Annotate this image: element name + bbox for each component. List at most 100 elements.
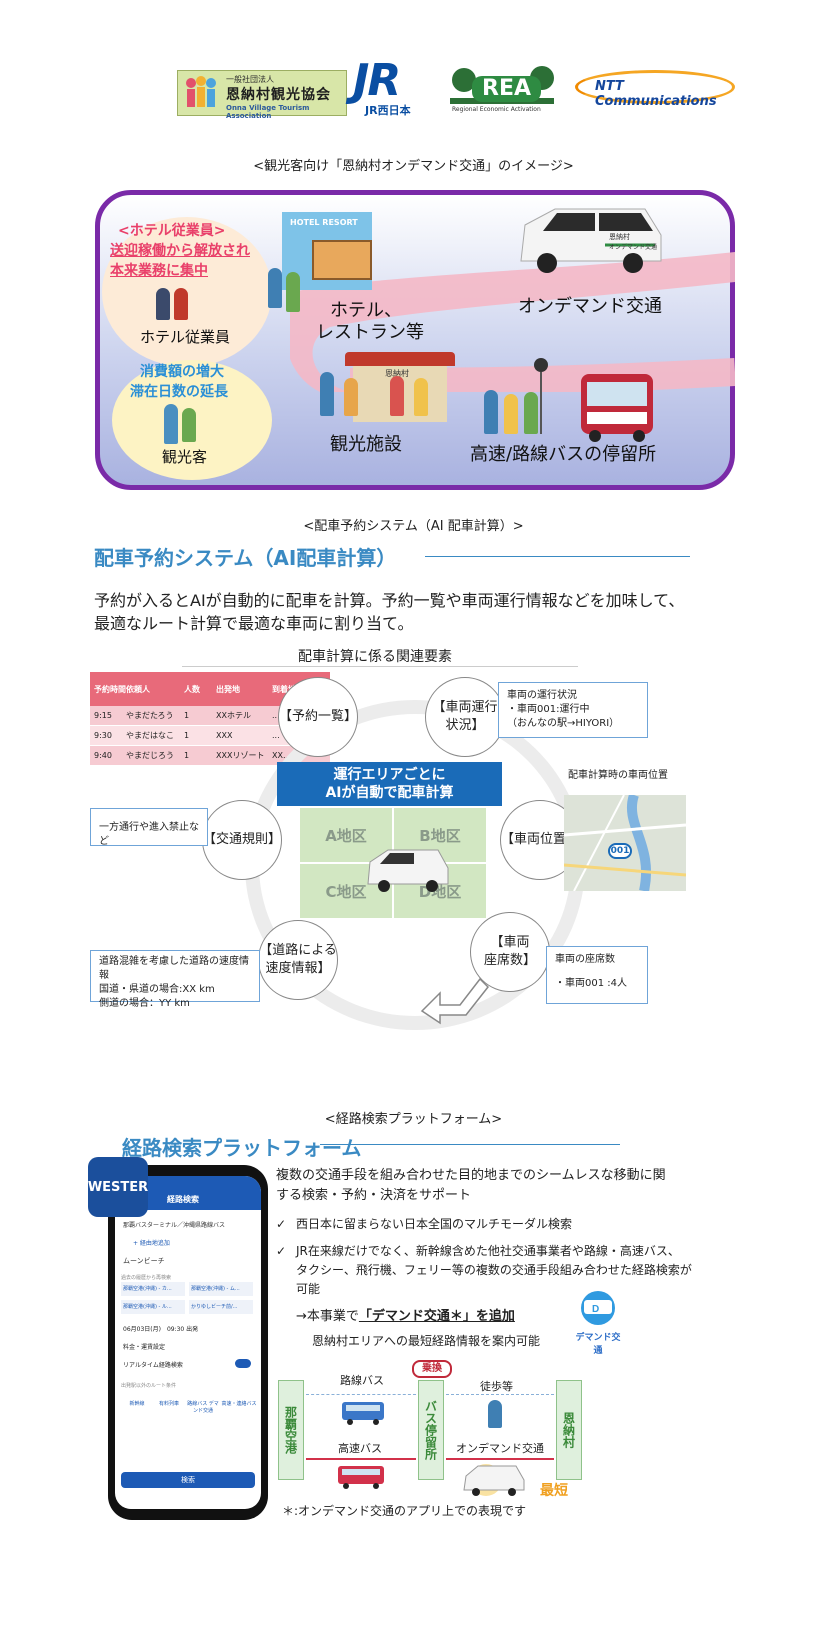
search-button[interactable]: 検索 xyxy=(121,1472,255,1488)
cell: やまだはなこ xyxy=(126,731,174,740)
area-a: A地区 xyxy=(300,808,392,862)
tourist-illustration-icon xyxy=(160,404,210,444)
node-reservation-list: 【予約一覧】 xyxy=(278,677,358,757)
node-traffic-rules: 【交通規則】 xyxy=(202,800,282,880)
map-vehicle-marker: 001 xyxy=(608,843,632,859)
bus-illustration xyxy=(577,372,657,442)
diagram-title-rule xyxy=(182,666,578,667)
svg-text:D: D xyxy=(592,1304,599,1315)
area-van-icon xyxy=(367,849,449,892)
fare-settings[interactable]: 料金・運賃設定 xyxy=(123,1344,166,1351)
node-reservation-label: 【予約一覧】 xyxy=(279,709,358,724)
tourist-benefit-1: 消費額の増大 xyxy=(140,364,224,380)
col-count: 人数 xyxy=(184,684,200,694)
seats-info-l2: ・車両001 :4人 xyxy=(555,978,627,989)
phone-screen: 経路検索 那覇バスターミナル／沖縄県路線バス + 経由地追加 ムーンビーチ 過去… xyxy=(115,1176,261,1509)
mode-express-bus[interactable]: 高速・連絡バス xyxy=(221,1401,257,1407)
recent-chip[interactable]: 那覇空港(沖縄) - カ... xyxy=(121,1282,185,1296)
hotel-label-1: ホテル、 xyxy=(330,300,402,321)
cell: 1 xyxy=(184,751,190,760)
check-icon: ✓ xyxy=(276,1244,287,1258)
seat-count-info: 車両の座席数 ・車両001 :4人 xyxy=(546,946,648,1004)
road-speed-info: 道路混雑を考慮した道路の速度情報 国道・県道の場合:XX km 側道の場合：YY… xyxy=(90,950,260,1009)
van-icon xyxy=(520,208,662,273)
onna-logo-en: Onna Village Tourism Association xyxy=(226,104,310,120)
modes-title: 出発駅以外のルート条件 xyxy=(121,1383,177,1389)
flow-express-bus-line xyxy=(306,1458,416,1460)
route-bus-icon xyxy=(342,1402,384,1425)
jr-logo-name: JR西日本 xyxy=(365,104,411,117)
wester-logo: WESTER xyxy=(88,1157,148,1217)
node-road-speed: 【道路による 速度情報】 xyxy=(258,920,338,1000)
banner-line-2: AIが自動で配車計算 xyxy=(325,785,454,801)
cell: XXホテル xyxy=(216,711,251,720)
demand-addition-prefix: →本事業で xyxy=(296,1309,359,1324)
ondemand-van-illustration: 恩納村 オンデマンド交通 xyxy=(515,205,665,275)
ntt-logo-swoosh-icon xyxy=(575,70,735,104)
tourist-benefit-2: 滞在日数の延長 xyxy=(130,384,228,400)
jr-logo-mark: JR xyxy=(353,55,401,106)
recent-chip[interactable]: 那覇空港(沖縄) - ル... xyxy=(121,1300,185,1314)
onna-logo-mark-icon xyxy=(186,76,216,107)
facility-sign: 恩納村 xyxy=(385,369,409,378)
shortest-tag: 最短 xyxy=(540,1483,568,1499)
app-header-title: 経路検索 xyxy=(167,1195,199,1204)
restaurant-photo-icon xyxy=(312,240,372,280)
walking-person-icon xyxy=(486,1400,506,1430)
flow-mid-bus-stop: バス停留所 xyxy=(418,1380,444,1480)
tourist-label: 観光客 xyxy=(162,448,208,466)
cell: やまだじろう xyxy=(126,751,174,760)
mode-shinkansen[interactable]: 新幹線 xyxy=(129,1401,145,1407)
cell: やまだたろう xyxy=(126,711,174,720)
departure-date[interactable]: 06月03日(月) 09:30 出発 xyxy=(123,1326,199,1333)
cell: 1 xyxy=(184,711,190,720)
recent-label: 過去の履歴から再検索 xyxy=(121,1275,172,1281)
demand-badge-label: デマンド交通 xyxy=(575,1333,621,1356)
status-info-l2: ・車両001:運行中 xyxy=(507,704,590,715)
hotel-label-2: レストラン等 xyxy=(316,322,424,343)
feature-1: 西日本に留まらない日本全国のマルチモーダル検索 xyxy=(296,1217,573,1231)
node-seats-l1: 【車両 xyxy=(490,935,530,950)
route-section-title: 経路検索プラットフォーム xyxy=(122,1136,362,1160)
flow-walk-label: 徒歩等 xyxy=(480,1380,513,1393)
mode-paid-train[interactable]: 有料列車 xyxy=(158,1401,179,1407)
vehicle-position-map: 001 xyxy=(564,795,686,891)
bus-stop-sign-icon xyxy=(534,358,548,434)
banner-line-1: 運行エリアごとに xyxy=(333,767,446,783)
col-requester: 依頼人 xyxy=(126,684,150,694)
cell: XXX xyxy=(216,731,233,740)
ai-section-title: 配車予約システム（AI配車計算） xyxy=(94,546,397,570)
demand-van-icon: D xyxy=(581,1291,615,1325)
facility-roof-icon xyxy=(345,352,455,366)
hotel-guests-icon xyxy=(268,268,308,312)
onna-tourism-logo: 一般社団法人 恩納村観光協会 Onna Village Tourism Asso… xyxy=(177,70,347,120)
cell: ... xyxy=(272,711,280,720)
shortest-route-note: 恩納村エリアへの最短経路情報を案内可能 xyxy=(312,1334,541,1348)
route-from[interactable]: 那覇バスターミナル／沖縄県路線バス xyxy=(123,1222,226,1229)
van-text-1: 恩納村 xyxy=(609,233,630,241)
ai-caption: <配車予約システム（AI 配車計算）> xyxy=(303,519,524,534)
traffic-rules-info: 一方通行や進入禁止など xyxy=(90,808,208,847)
demand-addition: →本事業で「デマンド交通＊」を追加 xyxy=(296,1307,515,1327)
staff-benefit-1: 送迎稼働から解放され xyxy=(110,243,250,259)
staff-benefit-2: 本来業務に集中 xyxy=(110,263,208,279)
node-vehicle-status-l1: 【車両運行 xyxy=(432,700,498,715)
flow-ondemand-label: オンデマンド交通 xyxy=(456,1442,544,1455)
node-road-speed-l2: 速度情報】 xyxy=(265,961,331,976)
realtime-toggle[interactable] xyxy=(235,1359,251,1368)
status-info-l3: （おんなの駅→HIYORI） xyxy=(507,718,620,729)
check-icon: ✓ xyxy=(276,1217,287,1231)
mode-bus-demand[interactable]: 路線バス デマンド交通 xyxy=(187,1401,219,1414)
flow-route-bus-line xyxy=(306,1394,416,1395)
node-seat-count: 【車両 座席数】 xyxy=(470,912,550,992)
add-waypoint-button[interactable]: + 経由地追加 xyxy=(133,1240,170,1247)
recent-chip[interactable]: 那覇空港(沖縄) - ム... xyxy=(189,1282,253,1296)
realtime-search-label: リアルタイム経路検索 xyxy=(123,1362,183,1369)
feature-2-line-1: JR在来線だけでなく、新幹線含めた他社交通事業者や路線・高速バス、 xyxy=(296,1244,680,1258)
staff-illustration-icon xyxy=(152,288,192,322)
node-seats-l2: 座席数】 xyxy=(483,953,536,968)
facility-visitors-icon xyxy=(320,372,440,418)
route-to[interactable]: ムーンビーチ xyxy=(123,1257,165,1265)
recent-chip[interactable]: かりゆしビーチ前/... xyxy=(189,1300,253,1314)
flow-ondemand-line xyxy=(446,1458,554,1460)
